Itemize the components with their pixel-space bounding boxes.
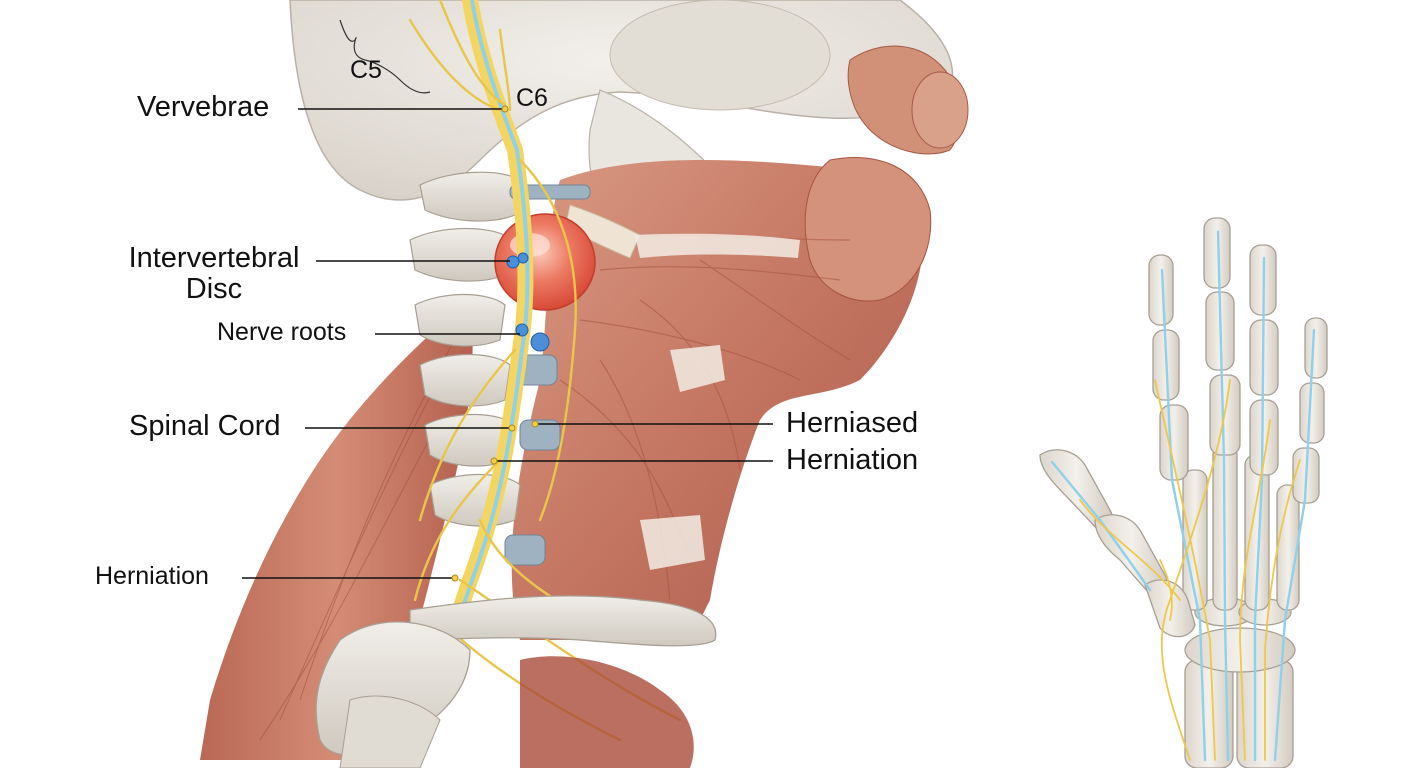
label-intervertebral-disc-line2: Disc (115, 274, 313, 305)
label-herniased: Herniased (786, 407, 918, 440)
hand-illustration (1040, 218, 1327, 768)
label-intervertebral-disc: Intervertebral Disc (115, 243, 313, 305)
label-vervebrae: Vervebrae (137, 91, 269, 124)
label-intervertebral-disc-line1: Intervertebral (115, 243, 313, 274)
label-herniation-right: Herniation (786, 444, 918, 477)
label-nerve-roots: Nerve roots (217, 318, 346, 347)
label-c6: C6 (516, 84, 548, 113)
label-spinal-cord: Spinal Cord (129, 410, 281, 443)
spine-illustration (200, 0, 968, 768)
label-c5: C5 (350, 56, 382, 85)
label-herniation-left: Herniation (95, 562, 209, 591)
